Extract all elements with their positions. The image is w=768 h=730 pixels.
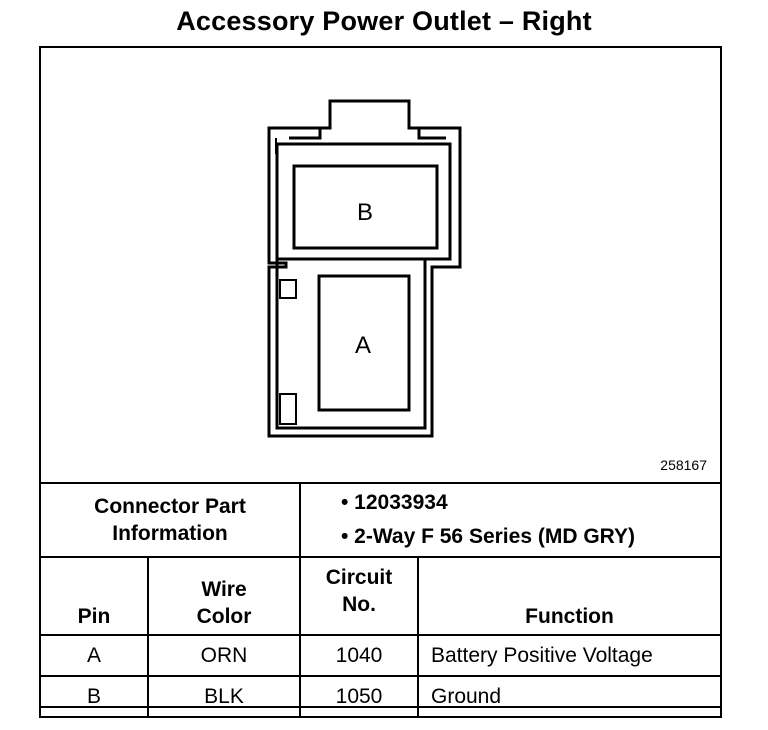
cell-pin: B — [39, 675, 149, 718]
connector-table: Connector Part Information • 12033934 • … — [39, 482, 722, 718]
col-header-wire-color: Wire Color — [147, 556, 301, 636]
connector-diagram: B A 258167 — [41, 48, 721, 484]
side-key-upper — [279, 279, 297, 299]
connector-part-info-values: • 12033934 • 2-Way F 56 Series (MD GRY) — [299, 482, 722, 558]
cell-circuit: 1050 — [299, 675, 419, 718]
table-row: A ORN 1040 Battery Positive Voltage — [39, 634, 722, 677]
col-header-circuit: Circuit No. — [299, 556, 419, 636]
connector-frame: B A 258167 Connector Part Information • … — [39, 46, 722, 718]
cell-function: Ground — [417, 675, 722, 718]
connector-face-drawing: B A — [267, 99, 462, 438]
col-header-function: Function — [417, 556, 722, 636]
col-header-pin: Pin — [39, 556, 149, 636]
cell-function: Battery Positive Voltage — [417, 634, 722, 677]
connector-series: • 2-Way F 56 Series (MD GRY) — [341, 525, 636, 548]
cell-wire-color: ORN — [147, 634, 301, 677]
pin-label-b: B — [357, 199, 373, 226]
page-title: Accessory Power Outlet – Right — [176, 6, 592, 36]
cell-circuit: 1040 — [299, 634, 419, 677]
table-row: B BLK 1050 Ground — [39, 675, 722, 718]
side-key-lower — [279, 393, 297, 425]
pin-label-a: A — [355, 332, 371, 359]
pin-cavity-b — [292, 164, 439, 250]
cell-wire-color: BLK — [147, 675, 301, 718]
connector-housing — [267, 99, 462, 438]
figure-id: 258167 — [660, 457, 707, 473]
connector-part-info-label: Connector Part Information — [39, 482, 301, 558]
pin-cavity-a — [317, 274, 411, 412]
housing-upper-cavity — [275, 142, 452, 261]
part-number: • 12033934 — [341, 491, 448, 514]
cell-pin: A — [39, 634, 149, 677]
